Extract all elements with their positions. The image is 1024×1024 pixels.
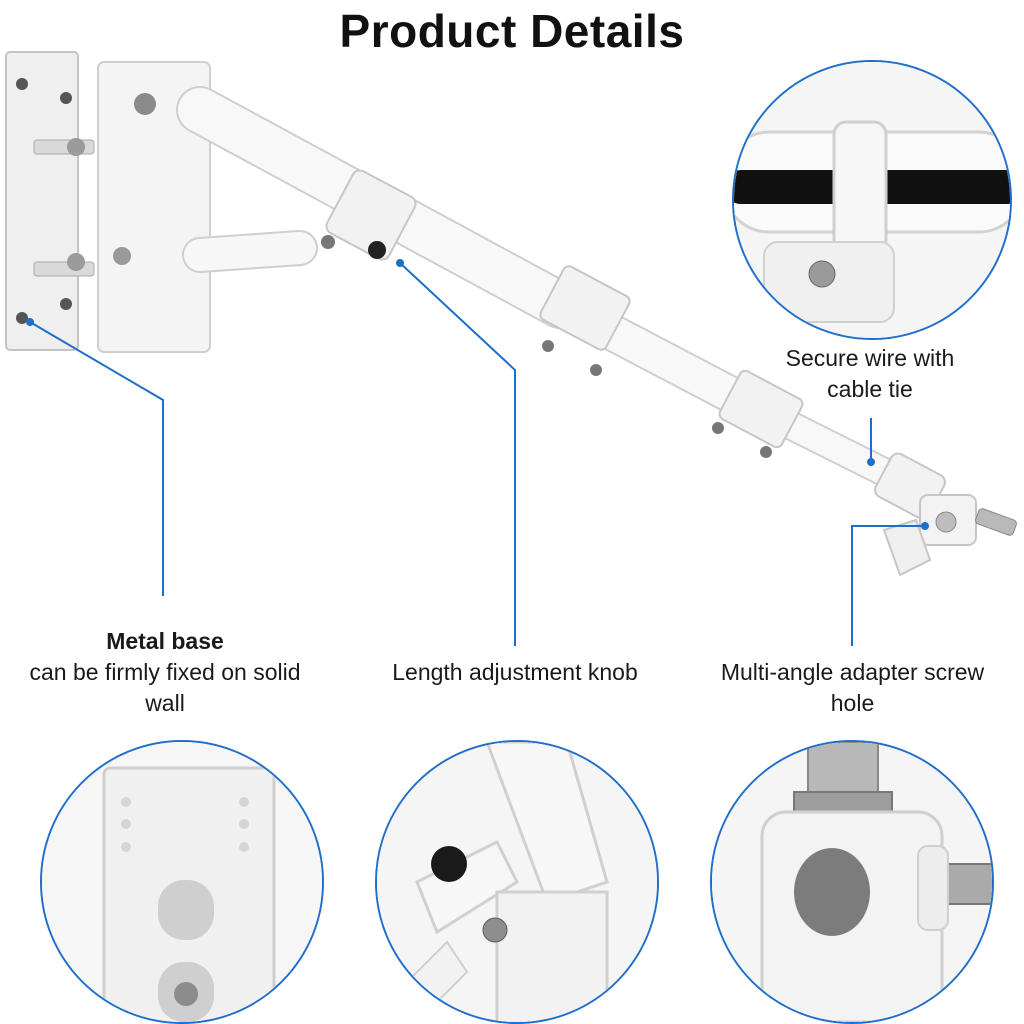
knob-closeup <box>377 742 657 1022</box>
wire-label: Secure wire with cable tie <box>785 345 955 402</box>
knob-detail-circle <box>375 740 659 1024</box>
base-detail-circle <box>40 740 324 1024</box>
wall-plate <box>5 51 95 351</box>
main-arm <box>176 86 1017 577</box>
callout-lines <box>29 262 925 646</box>
base-label-title: Metal base <box>106 628 224 654</box>
metal-base-closeup <box>42 742 322 1022</box>
hole-label: Multi-angle adapter screw hole <box>720 659 985 716</box>
knob-label: Length adjustment knob <box>392 659 638 685</box>
callout-dots <box>26 259 929 530</box>
base-label: Metal base can be firmly fixed on solid … <box>20 626 310 719</box>
cable-tie-closeup <box>734 62 1010 338</box>
page-title: Product Details <box>339 5 685 57</box>
wire-detail-circle <box>732 60 1012 340</box>
hole-detail-circle <box>710 740 994 1024</box>
base-label-desc: can be firmly fixed on solid wall <box>29 659 301 716</box>
screw-hole-closeup <box>712 742 992 1022</box>
lower-strut <box>182 230 335 273</box>
mount-block <box>97 61 211 353</box>
